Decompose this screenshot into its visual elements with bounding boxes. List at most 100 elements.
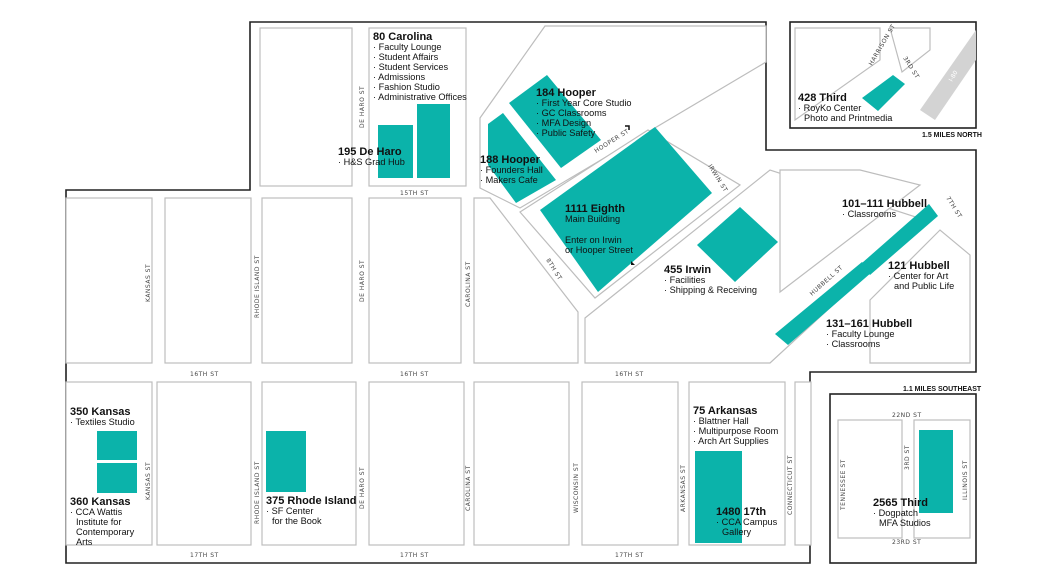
building-1480-17th[interactable]: [695, 451, 742, 543]
building-item: Enter on Irwin: [565, 235, 622, 245]
city-block: [368, 381, 465, 546]
building-name: 2565 Third: [873, 497, 928, 509]
callout-195-de-haro[interactable]: 195 De Haro · H&S Grad Hub: [338, 146, 405, 167]
callout-360-kansas[interactable]: 360 Kansas · CCA Wattis Institute for Co…: [70, 496, 135, 547]
building-item: · Center for Art: [888, 271, 949, 281]
inset-north-note: 1.5 MILES NORTH: [922, 132, 982, 139]
building-188-hooper[interactable]: [488, 113, 556, 203]
building-item: · First Year Core Studio: [536, 98, 632, 108]
building-name: 375 Rhode Island: [266, 495, 356, 507]
building-item: Institute for: [76, 517, 121, 527]
city-block: [65, 197, 153, 364]
building-item: Main Building: [565, 214, 620, 224]
building-80-carolina[interactable]: [417, 104, 450, 178]
building-item: for the Book: [272, 516, 322, 526]
building-item: · SF Center: [266, 506, 313, 516]
building-name: 80 Carolina: [373, 31, 433, 43]
building-item: Photo and Printmedia: [804, 113, 893, 123]
city-block: [261, 381, 357, 546]
callout-455-irwin[interactable]: 455 Irwin · Facilities · Shipping & Rece…: [664, 264, 757, 295]
building-455-irwin[interactable]: [697, 207, 778, 282]
callout-1111-eighth[interactable]: 1111 Eighth Main Building Enter on Irwin…: [565, 203, 633, 255]
building-350-kansas[interactable]: [97, 431, 137, 460]
building-item: · Founders Hall: [480, 165, 543, 175]
city-block: [259, 27, 353, 187]
callout-184-hooper[interactable]: 184 Hooper · First Year Core Studio · GC…: [536, 87, 632, 138]
building-375-rhode-island[interactable]: [266, 431, 306, 492]
building-item: Contemporary: [76, 527, 135, 537]
callout-188-hooper[interactable]: 188 Hooper · Founders Hall · Makers Cafe: [480, 154, 543, 185]
city-block: [156, 381, 252, 546]
building-131-hubbell[interactable]: [775, 262, 872, 345]
callout-2565-third[interactable]: 2565 Third · Dogpatch MFA Studios: [873, 497, 931, 528]
building-item: · GC Classrooms: [536, 108, 607, 118]
street-label: 16TH ST: [190, 371, 219, 378]
building-item: · Shipping & Receiving: [664, 285, 757, 295]
street-label: CONNECTICUT ST: [787, 455, 794, 515]
building-item: · H&S Grad Hub: [338, 157, 405, 167]
building-item: · CCA Campus: [716, 517, 778, 527]
building-184-hooper[interactable]: [509, 75, 601, 168]
street-label: TENNESSEE ST: [840, 459, 847, 511]
building-428-third[interactable]: [862, 75, 905, 111]
building-item: · Administrative Offices: [373, 92, 467, 102]
building-item: · Makers Cafe: [480, 175, 538, 185]
building-item: · Classrooms: [826, 339, 881, 349]
building-360-kansas[interactable]: [97, 463, 137, 493]
street-label: DE HARO ST: [359, 86, 366, 128]
building-item: · Dogpatch: [873, 508, 918, 518]
street-label: KANSAS ST: [145, 264, 152, 302]
callout-375-rhode-island[interactable]: 375 Rhode Island · SF Center for the Boo…: [266, 495, 356, 526]
street-label: 15TH ST: [400, 190, 429, 197]
building-item: · Faculty Lounge: [826, 329, 894, 339]
street-label: ILLINOIS ST: [962, 460, 969, 500]
building-101-hubbell[interactable]: [862, 204, 938, 275]
street-label: ARKANSAS ST: [680, 465, 687, 512]
callout-1480-17th[interactable]: 1480 17th · CCA Campus Gallery: [716, 506, 778, 537]
building-item: MFA Studios: [879, 518, 931, 528]
city-block: [261, 197, 353, 364]
building-name: 188 Hooper: [480, 154, 541, 166]
city-block: [794, 381, 812, 546]
building-name: 75 Arkansas: [693, 405, 757, 417]
building-name: 184 Hooper: [536, 87, 597, 99]
callout-428-third[interactable]: 428 Third · RoyKo Center Photo and Print…: [798, 92, 893, 123]
callout-131-hubbell[interactable]: 131–161 Hubbell · Faculty Lounge · Class…: [826, 318, 912, 349]
building-name: 101–111 Hubbell: [842, 198, 927, 210]
city-block: [368, 197, 462, 364]
city-block: [779, 169, 922, 294]
street-label: 3RD ST: [904, 445, 911, 470]
building-1111-eighth[interactable]: [540, 127, 712, 292]
callout-121-hubbell[interactable]: 121 Hubbell · Center for Art and Public …: [888, 260, 954, 291]
street-label: WISCONSIN ST: [573, 463, 580, 513]
building-name: 1480 17th: [716, 506, 766, 518]
street-label: 23RD ST: [892, 539, 921, 546]
street-label: 16TH ST: [615, 371, 644, 378]
callout-75-arkansas[interactable]: 75 Arkansas · Blattner Hall · Multipurpo…: [693, 405, 779, 446]
building-item: · Facilities: [664, 275, 706, 285]
street-label: CAROLINA ST: [465, 465, 472, 511]
callout-101-hubbell[interactable]: 101–111 Hubbell · Classrooms: [842, 198, 927, 219]
building-name: 121 Hubbell: [888, 260, 950, 272]
city-block: [581, 381, 679, 546]
street-label: 22ND ST: [892, 412, 922, 419]
building-name: 1111 Eighth: [565, 203, 625, 215]
city-block: [479, 25, 767, 209]
city-block: [473, 381, 570, 546]
callout-350-kansas[interactable]: 350 Kansas · Textiles Studio: [70, 406, 135, 427]
building-item: or Hooper Street: [565, 245, 633, 255]
callout-80-carolina[interactable]: 80 Carolina · Faculty Lounge · Student A…: [373, 31, 467, 102]
building-item: · Admissions: [373, 72, 425, 82]
building-item: · Student Affairs: [373, 52, 439, 62]
street-label: DE HARO ST: [359, 260, 366, 302]
building-item: · CCA Wattis: [70, 507, 123, 517]
building-item: · Fashion Studio: [373, 82, 440, 92]
building-195-de-haro[interactable]: [378, 125, 413, 178]
building-item: · Textiles Studio: [70, 417, 135, 427]
building-2565-third[interactable]: [919, 430, 953, 513]
building-name: 455 Irwin: [664, 264, 711, 276]
building-item: · Arch Art Supplies: [693, 436, 769, 446]
building-name: 428 Third: [798, 92, 847, 104]
